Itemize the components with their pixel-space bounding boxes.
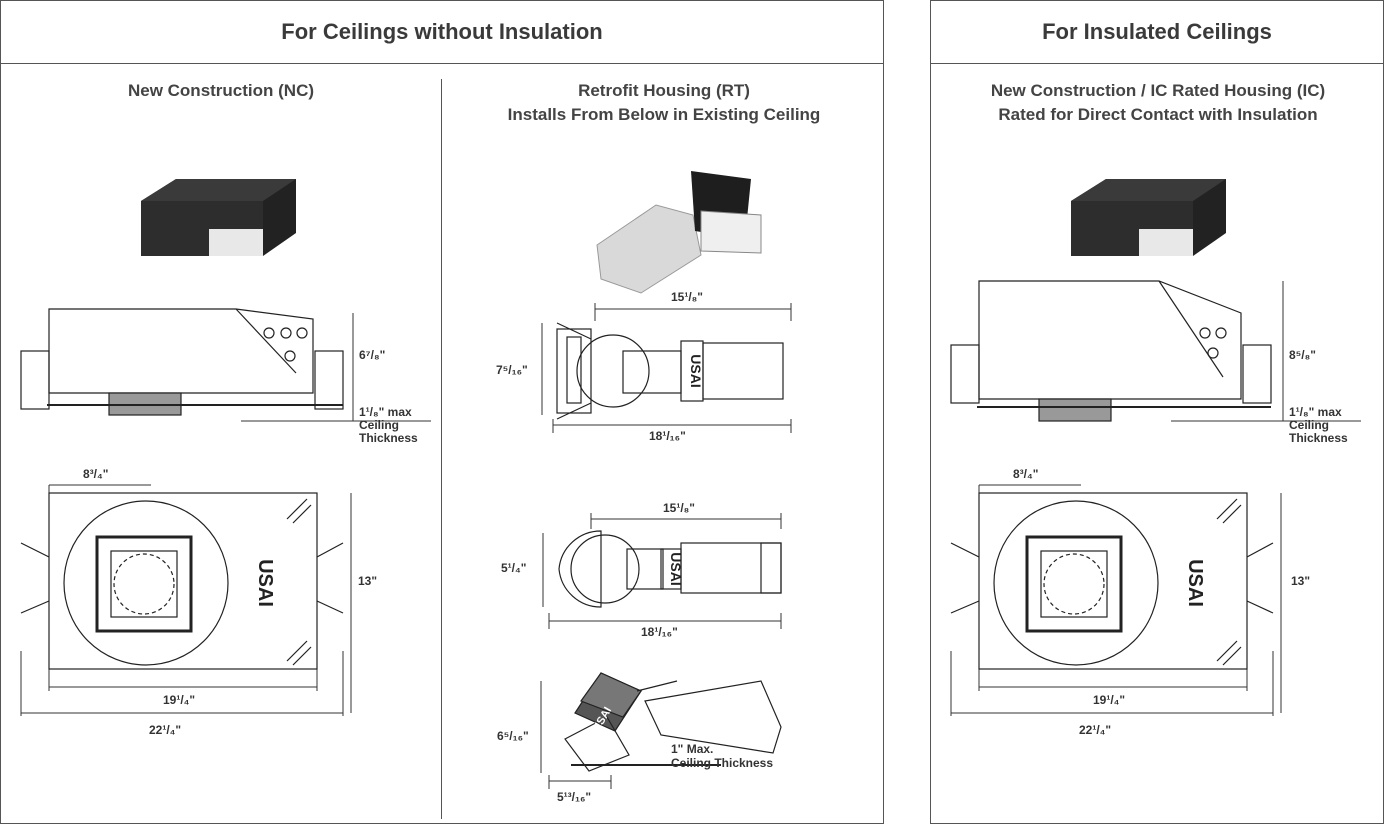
rt-title-line1: Retrofit Housing (RT): [578, 81, 750, 100]
ic-side-view: [950, 280, 1272, 422]
rt-drawing-1-brand: USAI: [688, 354, 704, 387]
ic-ceiling-max: 1¹/₈" max: [1289, 405, 1342, 419]
left-panel-drawings: USAI USAI: [20, 171, 792, 789]
nc-side-view: [20, 308, 344, 416]
nc-top-offset-dim: 8³/₄": [83, 467, 109, 481]
ic-top-offset-dim: 8³/₄": [1013, 467, 1039, 481]
nc-brand-label: USAI: [254, 559, 276, 607]
rt-d1-top-dim: 15¹/₈": [671, 290, 703, 304]
right-panel-drawings: USAI: [950, 179, 1361, 716]
rt-drawing-2: [558, 530, 782, 608]
rt-title-line2: Installs From Below in Existing Ceiling: [507, 105, 821, 124]
rt-d2-height-dim: 5¹/₄": [501, 561, 527, 575]
ic-dimension-lines: [950, 281, 1361, 716]
nc-ceiling-label-2: Thickness: [359, 431, 418, 445]
ic-plan-view: [950, 492, 1274, 670]
rt-drawing-2-brand: USAI: [668, 552, 684, 585]
ic-product-photo: [1071, 179, 1226, 256]
rt-d3-bottom-dim: 5¹³/₁₆": [557, 790, 592, 804]
ic-title-line2: Rated for Direct Contact with Insulation: [998, 105, 1318, 124]
panel-header-without-insulation: For Ceilings without Insulation: [1, 1, 883, 64]
ic-ceiling-label-2: Thickness: [1289, 431, 1348, 445]
rt-d1-height-dim: 7⁵/₁₆": [496, 363, 528, 377]
panel-header-insulated: For Insulated Ceilings: [931, 1, 1383, 64]
ic-height-dim: 8⁵/₈": [1289, 348, 1316, 362]
rt-d3-note-2: Ceiling Thickness: [671, 756, 774, 770]
nc-depth-dim: 13": [358, 574, 378, 588]
nc-title: New Construction (NC): [127, 81, 315, 100]
panel-insulated: For Insulated Ceilings New Construction …: [930, 0, 1384, 824]
rt-d3-height-dim: 6⁵/₁₆": [497, 729, 529, 743]
section-divider: [441, 79, 442, 819]
rt-product-photo: [596, 171, 762, 294]
nc-dimension-lines: [20, 313, 431, 716]
ic-title-line1: New Construction / IC Rated Housing (IC): [990, 81, 1326, 100]
rt-d2-bottom-dim: 18¹/₁₆": [641, 625, 678, 639]
rt-drawing-3: [564, 672, 782, 772]
nc-product-photo: [141, 179, 296, 256]
ic-depth-dim: 13": [1291, 574, 1311, 588]
ic-ceiling-label-1: Ceiling: [1289, 418, 1330, 432]
ic-width-dim: 19¹/₄": [1093, 693, 1126, 707]
rt-d3-note-1: 1" Max.: [671, 742, 714, 756]
nc-overall-dim: 22¹/₄": [149, 723, 182, 737]
ic-overall-dim: 22¹/₄": [1079, 723, 1112, 737]
ic-brand-label: USAI: [1184, 559, 1206, 607]
nc-width-dim: 19¹/₄": [163, 693, 196, 707]
nc-plan-view: [20, 492, 344, 670]
nc-ceiling-label-1: Ceiling: [359, 418, 400, 432]
nc-height-dim: 6⁷/₈": [359, 348, 386, 362]
nc-ceiling-max: 1¹/₈" max: [359, 405, 412, 419]
panel-without-insulation: For Ceilings without Insulation New Cons…: [0, 0, 884, 824]
rt-drawing-2-dims: [542, 513, 782, 629]
rt-d2-top-dim: 15¹/₈": [663, 501, 695, 515]
rt-d1-bottom-dim: 18¹/₁₆": [649, 429, 686, 443]
rt-drawing-1-dims: [541, 303, 792, 433]
rt-drawing-3-dims: [540, 681, 612, 789]
rt-drawing-1: [556, 322, 784, 420]
